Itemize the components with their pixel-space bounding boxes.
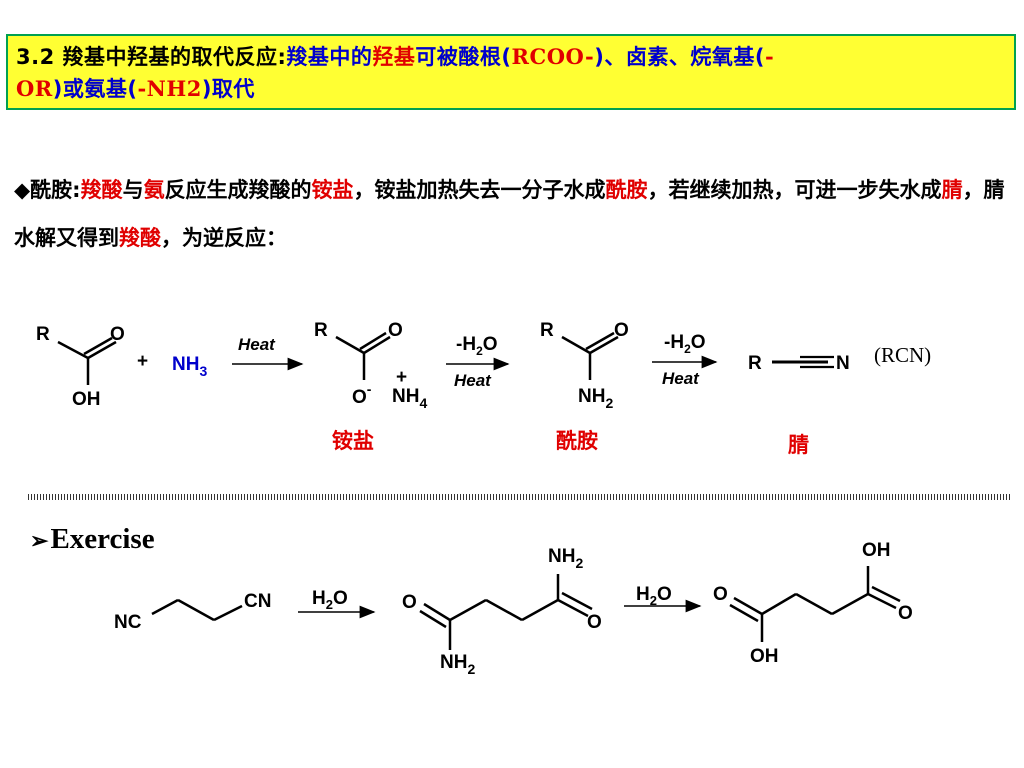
term-carboxylic-acid-2: 羧酸: [119, 226, 161, 250]
arrow2-minus-water: -H2O: [456, 334, 498, 358]
intro-text-3: ，铵盐加热失去一分子水成: [353, 178, 606, 202]
diacid-oh-top-label: OH: [862, 540, 891, 561]
intro-paragraph: ◆酰胺:羧酸与氨反应生成羧酸的铵盐，铵盐加热失去一分子水成酰胺，若继续加热，可进…: [14, 166, 1014, 262]
nitrile-r-label: R: [748, 353, 762, 374]
salt-r-label: R: [314, 320, 328, 341]
diamide-o-left-label: O: [402, 592, 417, 613]
title-part3: )、卤素、烷氧基(: [594, 45, 765, 69]
rcn-formula: (RCN): [874, 343, 931, 367]
ammonia-label: NH3: [172, 354, 207, 379]
intro-text-4: ，若继续加热，可进一步失水成: [647, 178, 942, 202]
amide-o-label: O: [614, 320, 629, 341]
intro-text-5: ，腈水解又得到: [14, 178, 1005, 250]
amide-structure: [561, 331, 619, 380]
dinitrile-nc-label: NC: [114, 612, 142, 633]
acid-o-label: O: [110, 324, 125, 345]
amide-r-label: R: [540, 320, 554, 341]
term-nitrile: 腈: [941, 178, 963, 202]
label-ammonium-salt: 铵盐: [332, 429, 374, 453]
label-amide: 酰胺: [556, 429, 598, 453]
arrow1-heat-label: Heat: [238, 335, 276, 354]
term-ammonia: 氨: [143, 178, 165, 202]
diacid-oh-bottom-label: OH: [750, 646, 779, 667]
title-part1: 羧基中的: [286, 45, 373, 69]
dinitrile-structure: [151, 598, 243, 622]
carboxylic-acid-structure: [57, 336, 117, 385]
nitrile-n-label: N: [836, 353, 850, 374]
acid-oh-label: OH: [72, 389, 101, 410]
diamide-o-right-label: O: [587, 612, 602, 633]
diamide-structure: [419, 574, 593, 650]
dinitrile-cn-label: CN: [244, 591, 271, 612]
diacid-o-left-label: O: [713, 584, 728, 605]
intro-lead: 酰胺:: [30, 178, 81, 202]
exercise-heading: ➢Exercise: [30, 523, 155, 555]
intro-text-2: 反应生成羧酸的: [164, 178, 312, 202]
salt-o-label: O: [388, 320, 403, 341]
acid-r-label: R: [36, 324, 50, 345]
title-highlight-hydroxyl: 羟基: [372, 45, 416, 69]
exercise-arrow1-water: H2O: [312, 588, 348, 612]
title-nh2: -NH2: [137, 76, 202, 101]
salt-o-minus-label: O-: [352, 381, 372, 408]
arrow2-heat-label: Heat: [454, 371, 492, 390]
ammonium-label: NH4: [392, 386, 427, 411]
title-banner: 3.2 羧基中羟基的取代反应:羧基中的羟基可被酸根(RCOO-)、卤素、烷氧基(…: [6, 34, 1016, 110]
ammonium-salt-structure: [335, 331, 391, 380]
title-prefix: 3.2 羧基中羟基的取代反应:: [16, 45, 287, 69]
amide-nh2-label: NH2: [578, 386, 613, 411]
title-or-dash: -: [764, 44, 775, 69]
label-nitrile: 腈: [788, 433, 809, 457]
exercise-arrow2-water: H2O: [636, 584, 672, 608]
diamide-nh2-bottom-label: NH2: [440, 652, 475, 677]
bullet-icon: ◆: [14, 178, 31, 202]
diamide-nh2-top-label: NH2: [548, 546, 583, 571]
salt-plus-label: +: [396, 367, 407, 388]
arrow3-minus-water: -H2O: [664, 332, 706, 356]
intro-text-1: 与: [122, 178, 144, 202]
term-ammonium-salt: 铵盐: [311, 178, 354, 202]
title-part2: 可被酸根(: [415, 45, 512, 69]
term-amide: 酰胺: [605, 178, 648, 202]
term-carboxylic-acid: 羧酸: [80, 178, 123, 202]
title-part4: )或氨基(: [52, 77, 138, 101]
intro-text-6: ，为逆反应：: [161, 226, 287, 250]
title-rcoo: RCOO-: [511, 44, 595, 69]
plus-sign: +: [137, 351, 148, 372]
title-part5: )取代: [201, 77, 255, 101]
diacid-o-right-label: O: [898, 603, 913, 624]
diacid-structure: [729, 566, 901, 642]
title-or: OR: [16, 76, 53, 101]
arrow3-heat-label: Heat: [662, 369, 700, 388]
nitrile-bonds: [772, 355, 834, 369]
